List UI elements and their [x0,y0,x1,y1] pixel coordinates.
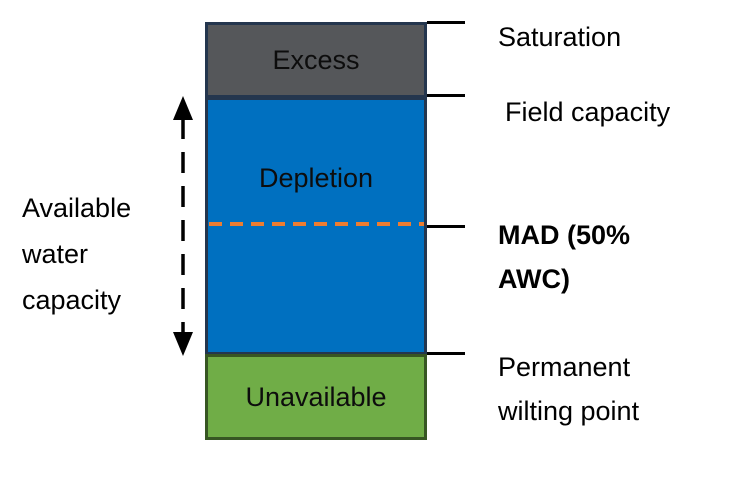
mad-label-line2: AWC) [498,264,570,294]
mad-dashed-line [209,222,424,226]
pwp-label-line1: Permanent [498,352,631,382]
pwp-tick [427,352,465,355]
mad-label: MAD (50% AWC) [498,213,630,301]
unavailable-label: Unavailable [245,381,387,412]
saturation-label: Saturation [498,15,621,59]
depletion-label: Depletion [258,163,374,193]
awc-range-arrow-icon [173,96,193,356]
awc-label-line2: water [22,239,89,269]
field-capacity-label-text: Field capacity [505,97,671,127]
excess-section: Excess [205,22,427,98]
field-capacity-label: Field capacity [505,90,670,134]
pwp-label-line2: wilting point [498,396,640,426]
mad-tick [427,225,465,228]
awc-label-line3: capacity [22,285,122,315]
awc-label: Available water capacity [22,185,131,323]
pwp-label: Permanent wilting point [498,345,639,433]
awc-label-line1: Available [22,193,132,223]
saturation-label-text: Saturation [498,22,622,52]
saturation-tick [427,21,465,24]
unavailable-section: Unavailable [205,354,427,440]
mad-label-line1: MAD (50% [498,220,631,250]
excess-label: Excess [272,44,360,75]
field-capacity-tick [427,94,465,97]
depletion-section: Depletion [205,97,427,355]
